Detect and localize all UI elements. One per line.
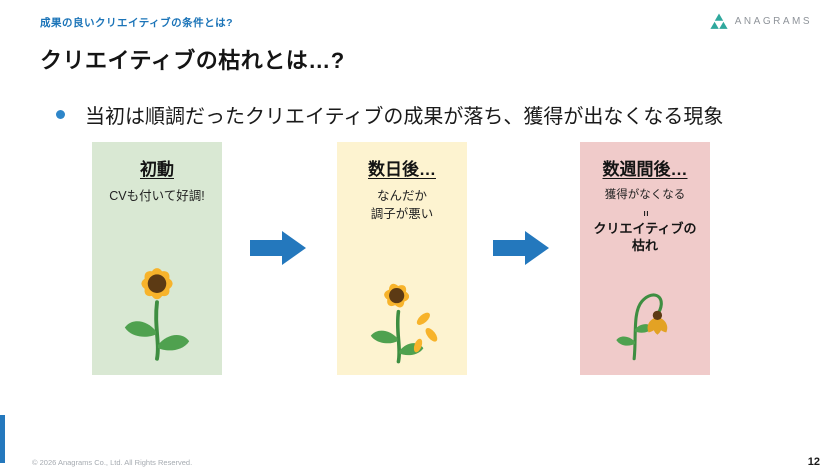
equals-row: = — [580, 205, 710, 219]
footer-copyright: © 2026 Anagrams Co., Ltd. All Rights Res… — [32, 458, 193, 467]
intro-bullet-row: 当初は順調だったクリエイティブの成果が落ち、獲得が出なくなる現象 — [56, 100, 723, 129]
stage-description: 獲得がなくなる — [604, 189, 686, 201]
page-number: 12 — [807, 456, 820, 468]
stage-title: 数週間後… — [602, 160, 688, 179]
header-kicker: 成果の良いクリエイティブの条件とは? — [40, 17, 234, 29]
page-title: クリエイティブの枯れとは…? — [40, 48, 345, 73]
stage-title: 初動 — [140, 160, 174, 179]
accent-bar — [0, 415, 5, 463]
stage-description: CVも付いて好調! — [109, 189, 205, 203]
stage-card-few-days: 数日後… なんだか 調子が悪い — [337, 142, 467, 375]
wilting-flower-icon — [370, 283, 438, 364]
stage-card-few-weeks: 数週間後… 獲得がなくなる = クリエイティブの枯れ — [580, 142, 710, 375]
stage-card-initial: 初動 CVも付いて好調! — [92, 142, 222, 375]
wilted-flower-icon — [616, 293, 668, 361]
stage-description-line-1: なんだか — [376, 189, 427, 203]
stage-result: クリエイティブの枯れ — [593, 220, 697, 253]
flow-arrow-1 — [250, 231, 306, 265]
equals-sign: = — [639, 210, 651, 216]
logo: ANAGRAMS — [709, 13, 812, 30]
flow-arrow-2 — [493, 231, 549, 265]
bullet-dot — [56, 110, 65, 119]
healthy-flower-icon — [124, 268, 190, 361]
intro-bullet-text: 当初は順調だったクリエイティブの成果が落ち、獲得が出なくなる現象 — [85, 106, 724, 128]
logo-triangle-icon — [710, 13, 728, 29]
stage-description-line-2: 調子が悪い — [370, 206, 434, 221]
stage-title: 数日後… — [368, 160, 436, 179]
logo-text: ANAGRAMS — [734, 16, 812, 27]
stage-description: なんだか 調子が悪い — [337, 188, 467, 223]
